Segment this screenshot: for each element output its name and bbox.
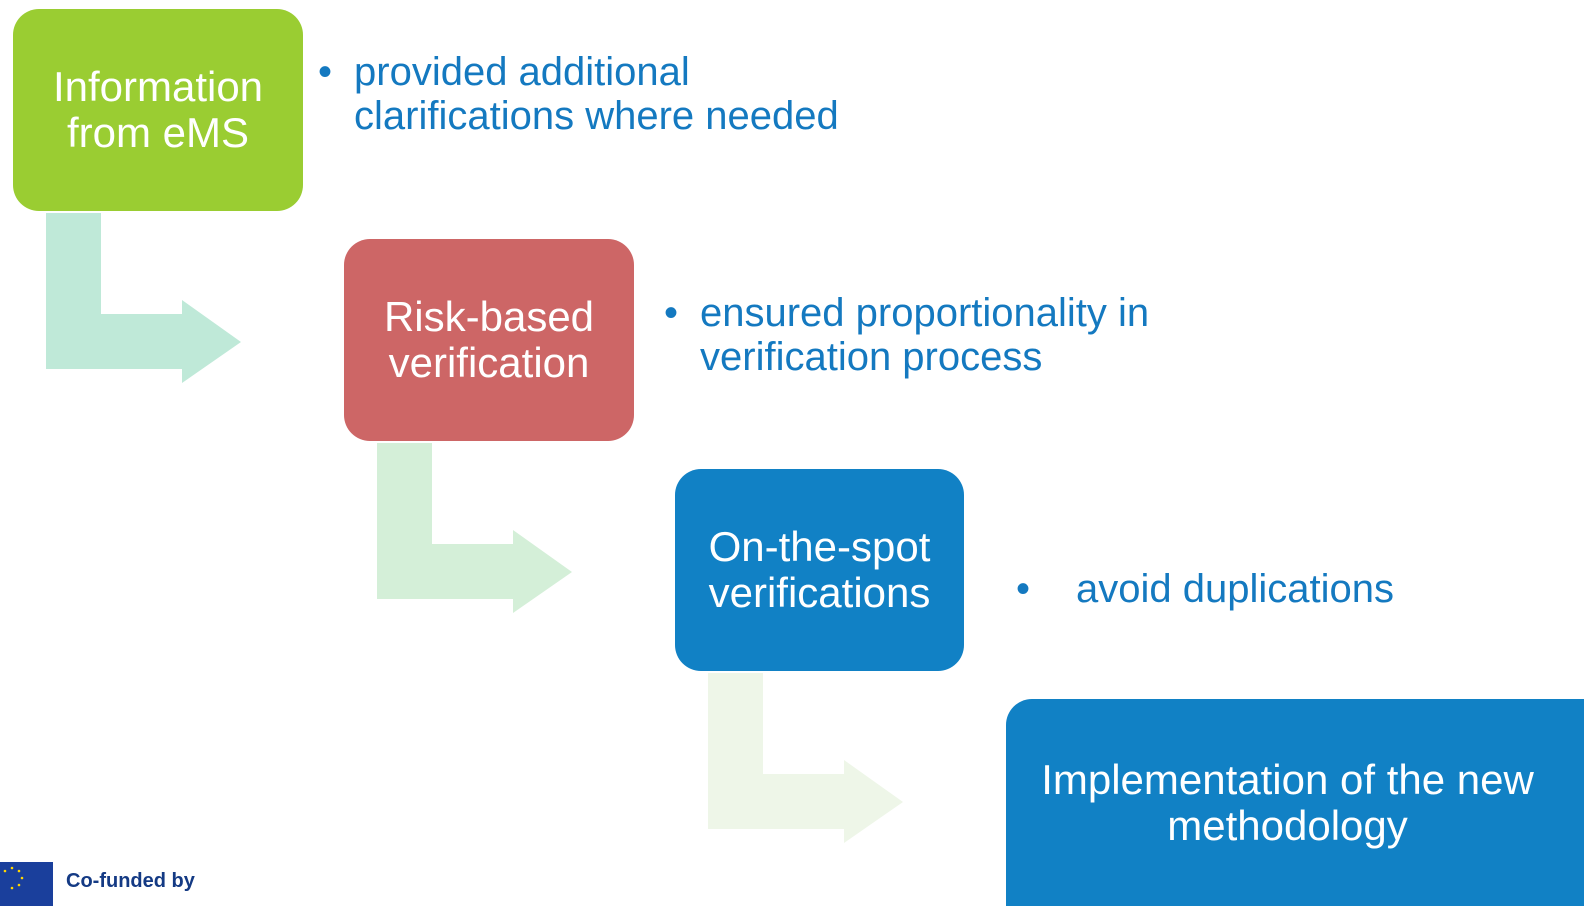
step-label: Information from eMS xyxy=(52,63,264,156)
step-label: On-the-spot verifications xyxy=(708,523,931,616)
bent-arrow-icon xyxy=(708,673,903,843)
step-information-from-ems: Information from eMS xyxy=(13,9,303,211)
bullet-icon: • xyxy=(318,50,333,94)
step-label: Implementation of the new methodology xyxy=(1041,755,1534,849)
bullet-icon: • xyxy=(1016,567,1031,611)
note-text: ensured proportionality in verification … xyxy=(700,291,1150,379)
bent-arrow-icon xyxy=(46,213,241,383)
bent-arrow-icon xyxy=(377,443,572,613)
step-on-the-spot-verifications: On-the-spot verifications xyxy=(675,469,964,671)
step-label: Risk-based verification xyxy=(383,293,595,386)
step-implementation: Implementation of the new methodology xyxy=(1006,699,1584,906)
step-risk-based-verification: Risk-based verification xyxy=(344,239,634,441)
note-text: avoid duplications xyxy=(1076,567,1394,611)
cofunded-label: Co-funded by xyxy=(66,870,195,892)
bullet-icon: • xyxy=(664,291,679,335)
note-text: provided additional clarifications where… xyxy=(354,50,839,138)
eu-flag-icon xyxy=(0,862,53,906)
